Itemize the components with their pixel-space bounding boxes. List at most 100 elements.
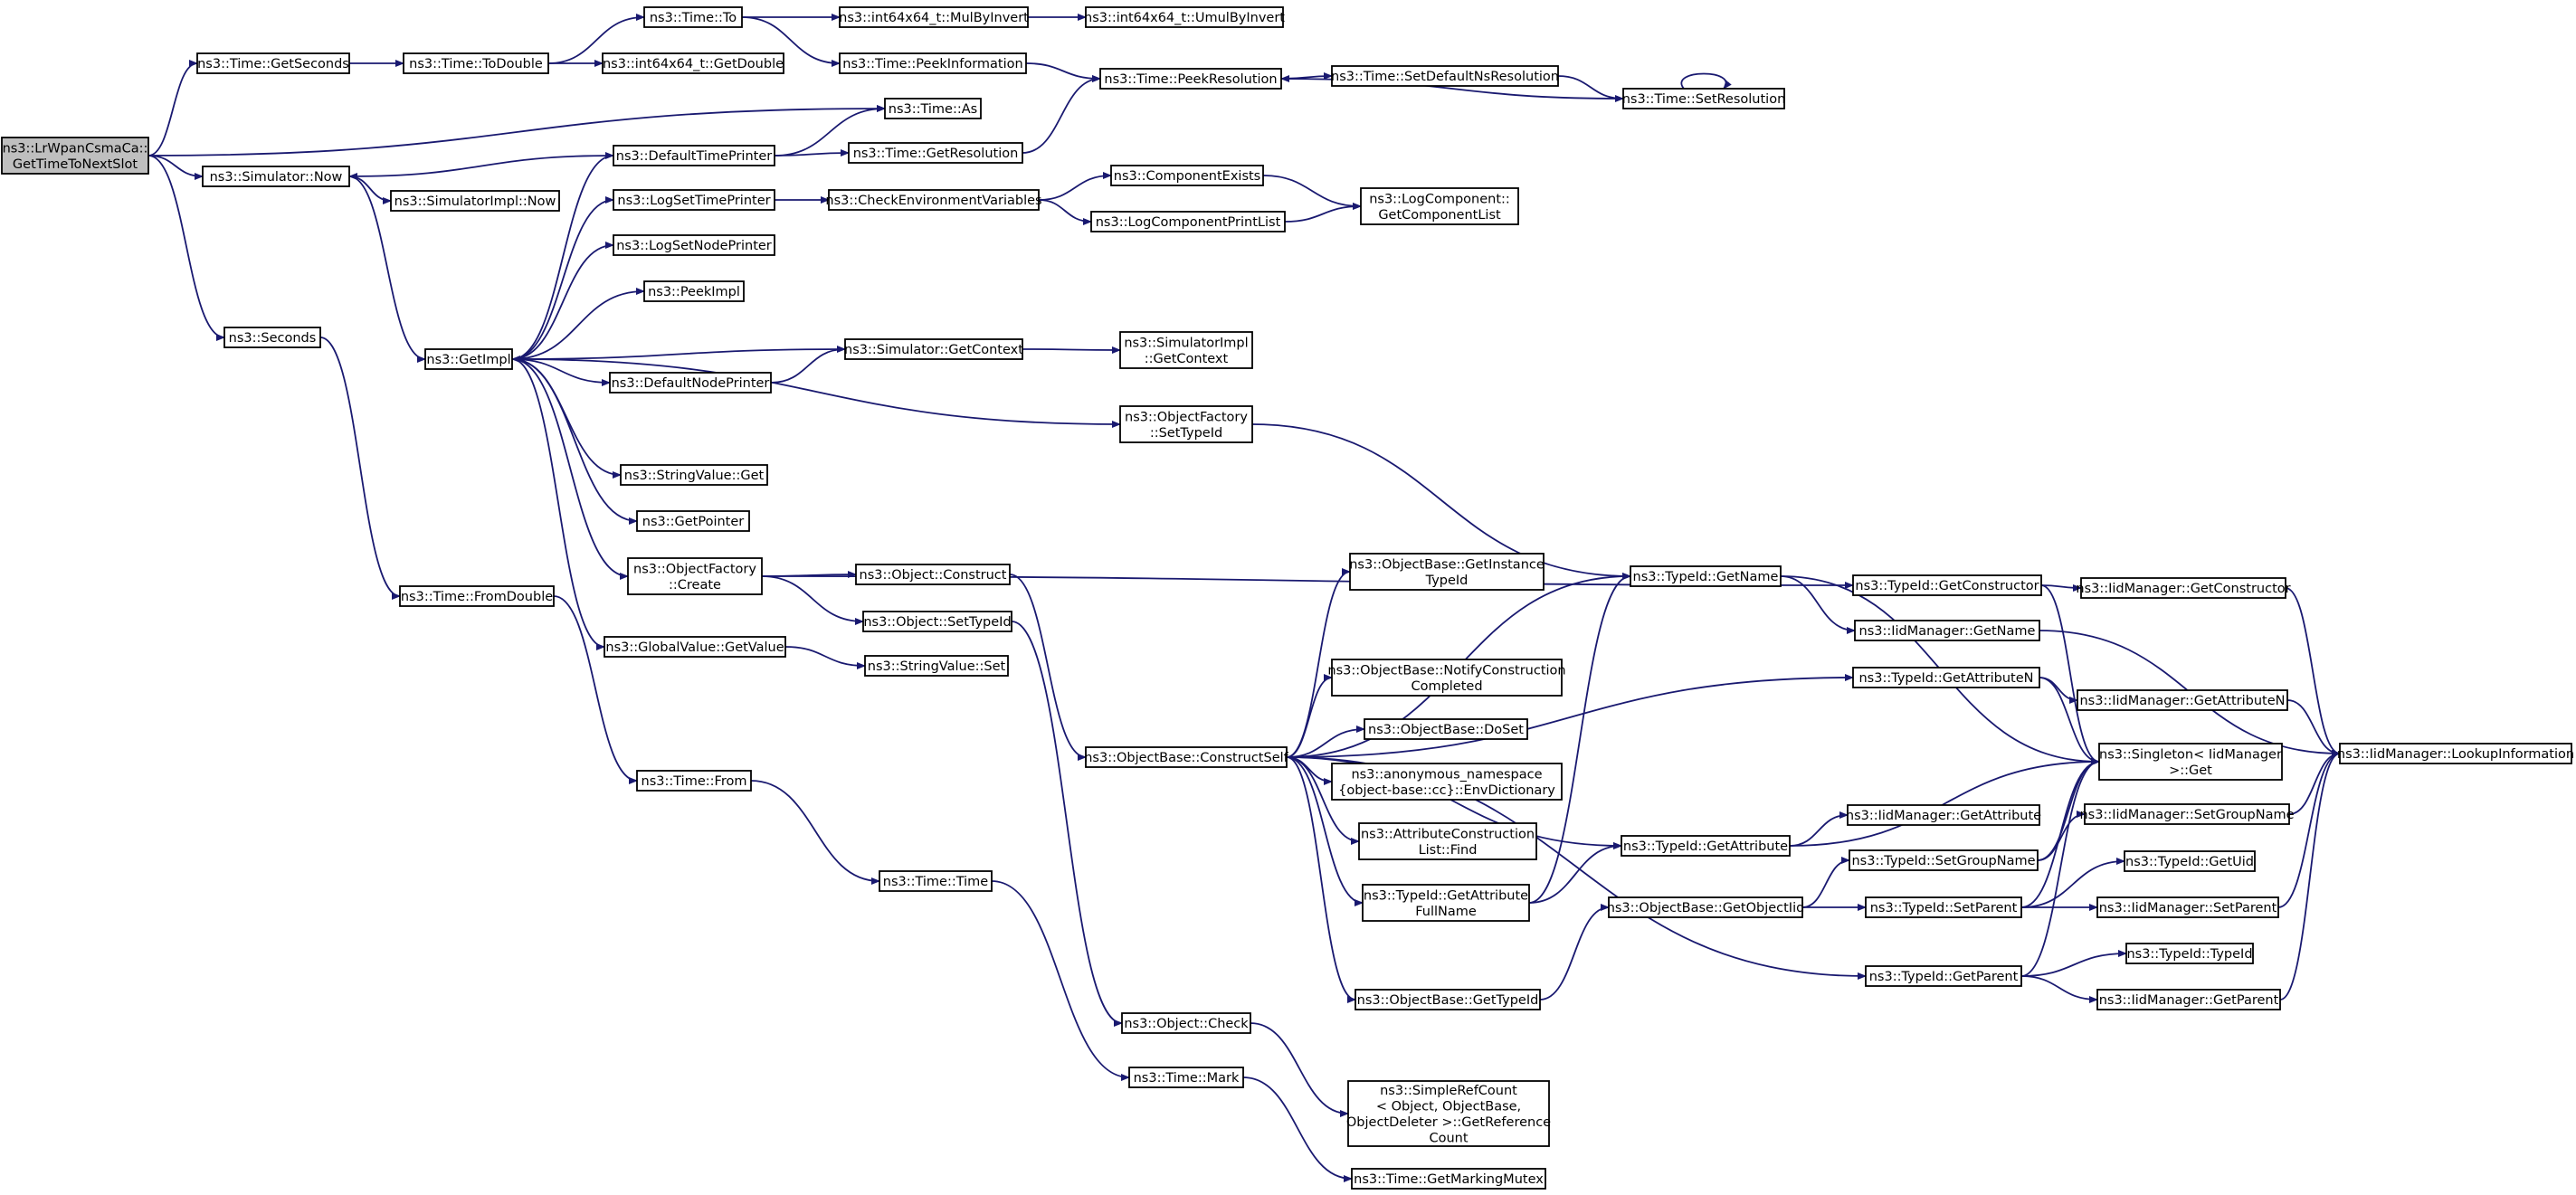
call-node-iidGetParent[interactable]: ns3::IidManager::GetParent — [2096, 989, 2281, 1010]
node-label: ns3::SimpleRefCount — [1380, 1084, 1517, 1098]
call-node-iidGetConstructor[interactable]: ns3::IidManager::GetConstructor — [2076, 577, 2291, 599]
call-node-obGetTypeId[interactable]: ns3::ObjectBase::GetTypeId — [1355, 989, 1541, 1010]
node-label: ns3::Time::SetDefaultNsResolution — [1331, 70, 1559, 84]
node-label: ns3::TypeId::GetAttribute — [1364, 888, 1528, 903]
call-node-seconds[interactable]: ns3::Seconds — [223, 327, 321, 348]
call-edge — [553, 595, 638, 784]
call-node-simImplNow[interactable]: ns3::SimulatorImpl::Now — [390, 190, 560, 212]
node-box — [1128, 1067, 1244, 1088]
node-box — [399, 585, 555, 607]
call-node-iidLookup[interactable]: ns3::IidManager::LookupInformation — [2337, 743, 2574, 764]
node-box — [864, 655, 1009, 677]
call-node-objCheck[interactable]: ns3::Object::Check — [1121, 1012, 1251, 1034]
node-box — [1085, 6, 1284, 28]
node-label: ns3::TypeId::GetName — [1633, 570, 1779, 584]
node-label: ns3::Seconds — [229, 331, 317, 346]
node-label: ns3::IidManager::SetParent — [2099, 901, 2277, 915]
call-node-typeIdGetAttributeN[interactable]: ns3::TypeId::GetAttributeN — [1852, 667, 2040, 688]
call-node-iidGetName[interactable]: ns3::IidManager::GetName — [1854, 620, 2040, 641]
call-node-peekResolution[interactable]: ns3::Time::PeekResolution — [1099, 68, 1282, 90]
call-edge — [511, 288, 645, 360]
call-node-stringValueSet[interactable]: ns3::StringValue::Set — [864, 655, 1009, 677]
call-node-timeAs[interactable]: ns3::Time::As — [884, 98, 982, 119]
node-label: ns3::Object::SetTypeId — [863, 615, 1011, 630]
call-node-root[interactable]: ns3::LrWpanCsmaCa::GetTimeToNextSlot — [1, 137, 149, 175]
call-node-typeIdGetConstructor[interactable]: ns3::TypeId::GetConstructor — [1852, 574, 2042, 596]
call-node-timeFrom[interactable]: ns3::Time::From — [636, 770, 752, 792]
call-node-objSetTypeId[interactable]: ns3::Object::SetTypeId — [862, 611, 1012, 632]
call-node-timeFromDouble[interactable]: ns3::Time::FromDouble — [399, 585, 555, 607]
call-node-checkEnv[interactable]: ns3::CheckEnvironmentVariables — [825, 189, 1042, 211]
node-label: ObjectDeleter >::GetReference — [1346, 1115, 1551, 1130]
call-node-typeIdGetName[interactable]: ns3::TypeId::GetName — [1630, 565, 1782, 587]
call-node-singletonGet[interactable]: ns3::Singleton< IidManager>::Get — [2098, 743, 2283, 781]
call-node-timeGetSeconds[interactable]: ns3::Time::GetSeconds — [196, 52, 350, 74]
call-node-componentExists[interactable]: ns3::ComponentExists — [1110, 165, 1264, 186]
call-node-timeToDouble[interactable]: ns3::Time::ToDouble — [403, 52, 549, 74]
call-node-envDict[interactable]: ns3::anonymous_namespace{object-base::cc… — [1331, 763, 1563, 801]
node-label: ns3::AttributeConstruction — [1361, 827, 1535, 841]
call-node-timeTime[interactable]: ns3::Time::Time — [879, 870, 993, 892]
call-node-logSetNodePrinter[interactable]: ns3::LogSetNodePrinter — [613, 234, 775, 256]
node-box — [202, 166, 350, 187]
node-label: ns3::IidManager::GetAttribute — [1846, 809, 2041, 823]
call-node-getDouble[interactable]: ns3::int64x64_t::GetDouble — [602, 52, 784, 74]
call-node-setDefaultNs[interactable]: ns3::Time::SetDefaultNsResolution — [1331, 65, 1559, 87]
call-node-simpleRefCount[interactable]: ns3::SimpleRefCount< Object, ObjectBase,… — [1346, 1080, 1551, 1147]
call-node-setResolution[interactable]: ns3::Time::SetResolution — [1622, 88, 1786, 109]
call-node-getMarkingMutex[interactable]: ns3::Time::GetMarkingMutex — [1351, 1168, 1546, 1190]
call-node-typeIdSetParent[interactable]: ns3::TypeId::SetParent — [1865, 896, 2022, 918]
call-node-iidGetAttributeN[interactable]: ns3::IidManager::GetAttributeN — [2077, 689, 2288, 711]
call-node-logComponentPrintList[interactable]: ns3::LogComponentPrintList — [1090, 211, 1286, 232]
call-node-getResolution[interactable]: ns3::Time::GetResolution — [848, 142, 1023, 164]
call-node-ofSetTypeId[interactable]: ns3::ObjectFactory::SetTypeId — [1119, 405, 1253, 443]
call-edge — [511, 358, 622, 479]
call-node-objConstruct[interactable]: ns3::Object::Construct — [855, 564, 1011, 585]
call-node-mulByInvert[interactable]: ns3::int64x64_t::MulByInvert — [839, 6, 1029, 28]
call-edge — [2285, 587, 2341, 757]
call-node-ofCreate[interactable]: ns3::ObjectFactory::Create — [627, 557, 763, 595]
call-edge — [761, 575, 864, 625]
call-node-simImplGetContext[interactable]: ns3::SimulatorImpl::GetContext — [1119, 331, 1253, 369]
call-node-simNow[interactable]: ns3::Simulator::Now — [202, 166, 350, 187]
node-box — [2077, 689, 2288, 711]
node-box — [643, 6, 743, 28]
call-node-logSetTimePrinter[interactable]: ns3::LogSetTimePrinter — [613, 189, 775, 211]
call-node-typeIdSetGroupName[interactable]: ns3::TypeId::SetGroupName — [1849, 849, 2039, 871]
call-node-obNotify[interactable]: ns3::ObjectBase::NotifyConstructionCompl… — [1327, 659, 1566, 697]
call-node-peekImpl[interactable]: ns3::PeekImpl — [643, 280, 745, 302]
node-label: ns3::TypeId::GetAttribute — [1623, 839, 1788, 854]
node-label: ns3::Time::Mark — [1134, 1071, 1240, 1086]
call-node-obConstructSelf[interactable]: ns3::ObjectBase::ConstructSelf — [1084, 746, 1289, 768]
call-node-gvGetValue[interactable]: ns3::GlobalValue::GetValue — [604, 636, 786, 658]
call-node-iidSetGroupName[interactable]: ns3::IidManager::SetGroupName — [2079, 803, 2295, 825]
call-node-defaultTimePrinter[interactable]: ns3::DefaultTimePrinter — [613, 145, 775, 166]
node-label: ns3::LogSetNodePrinter — [616, 239, 772, 253]
call-node-typeIdGetParent[interactable]: ns3::TypeId::GetParent — [1865, 965, 2022, 987]
call-node-peekInformation[interactable]: ns3::Time::PeekInformation — [839, 52, 1027, 74]
call-node-umulByInvert[interactable]: ns3::int64x64_t::UmulByInvert — [1084, 6, 1285, 28]
call-node-typeIdGetAttribute[interactable]: ns3::TypeId::GetAttribute — [1621, 835, 1791, 857]
call-node-stringValueGet[interactable]: ns3::StringValue::Get — [620, 464, 768, 486]
call-node-getComponentList[interactable]: ns3::LogComponent::GetComponentList — [1360, 187, 1519, 225]
call-node-timeMark[interactable]: ns3::Time::Mark — [1128, 1067, 1244, 1088]
call-node-typeIdTypeId[interactable]: ns3::TypeId::TypeId — [2125, 943, 2254, 964]
call-node-obDoSet[interactable]: ns3::ObjectBase::DoSet — [1364, 718, 1528, 740]
node-label: ns3::IidManager::GetName — [1859, 624, 2036, 639]
call-node-obGetObjectIid[interactable]: ns3::ObjectBase::GetObjectIid — [1607, 896, 1805, 918]
call-edge — [511, 358, 605, 650]
call-node-iidSetParent[interactable]: ns3::IidManager::SetParent — [2096, 896, 2279, 918]
call-node-typeIdGetUid[interactable]: ns3::TypeId::GetUid — [2124, 850, 2256, 872]
call-node-simGetContext[interactable]: ns3::Simulator::GetContext — [844, 338, 1023, 360]
node-label: GetComponentList — [1378, 208, 1501, 223]
call-node-getPointer[interactable]: ns3::GetPointer — [636, 510, 750, 532]
call-node-iidGetAttribute[interactable]: ns3::IidManager::GetAttribute — [1846, 804, 2041, 826]
node-label: ns3::TypeId::TypeId — [2126, 947, 2252, 962]
call-node-timeTo[interactable]: ns3::Time::To — [643, 6, 743, 28]
node-label: < Object, ObjectBase, — [1376, 1099, 1521, 1114]
call-node-defaultNodePrinter[interactable]: ns3::DefaultNodePrinter — [609, 372, 772, 394]
call-node-getImpl[interactable]: ns3::GetImpl — [424, 348, 513, 370]
